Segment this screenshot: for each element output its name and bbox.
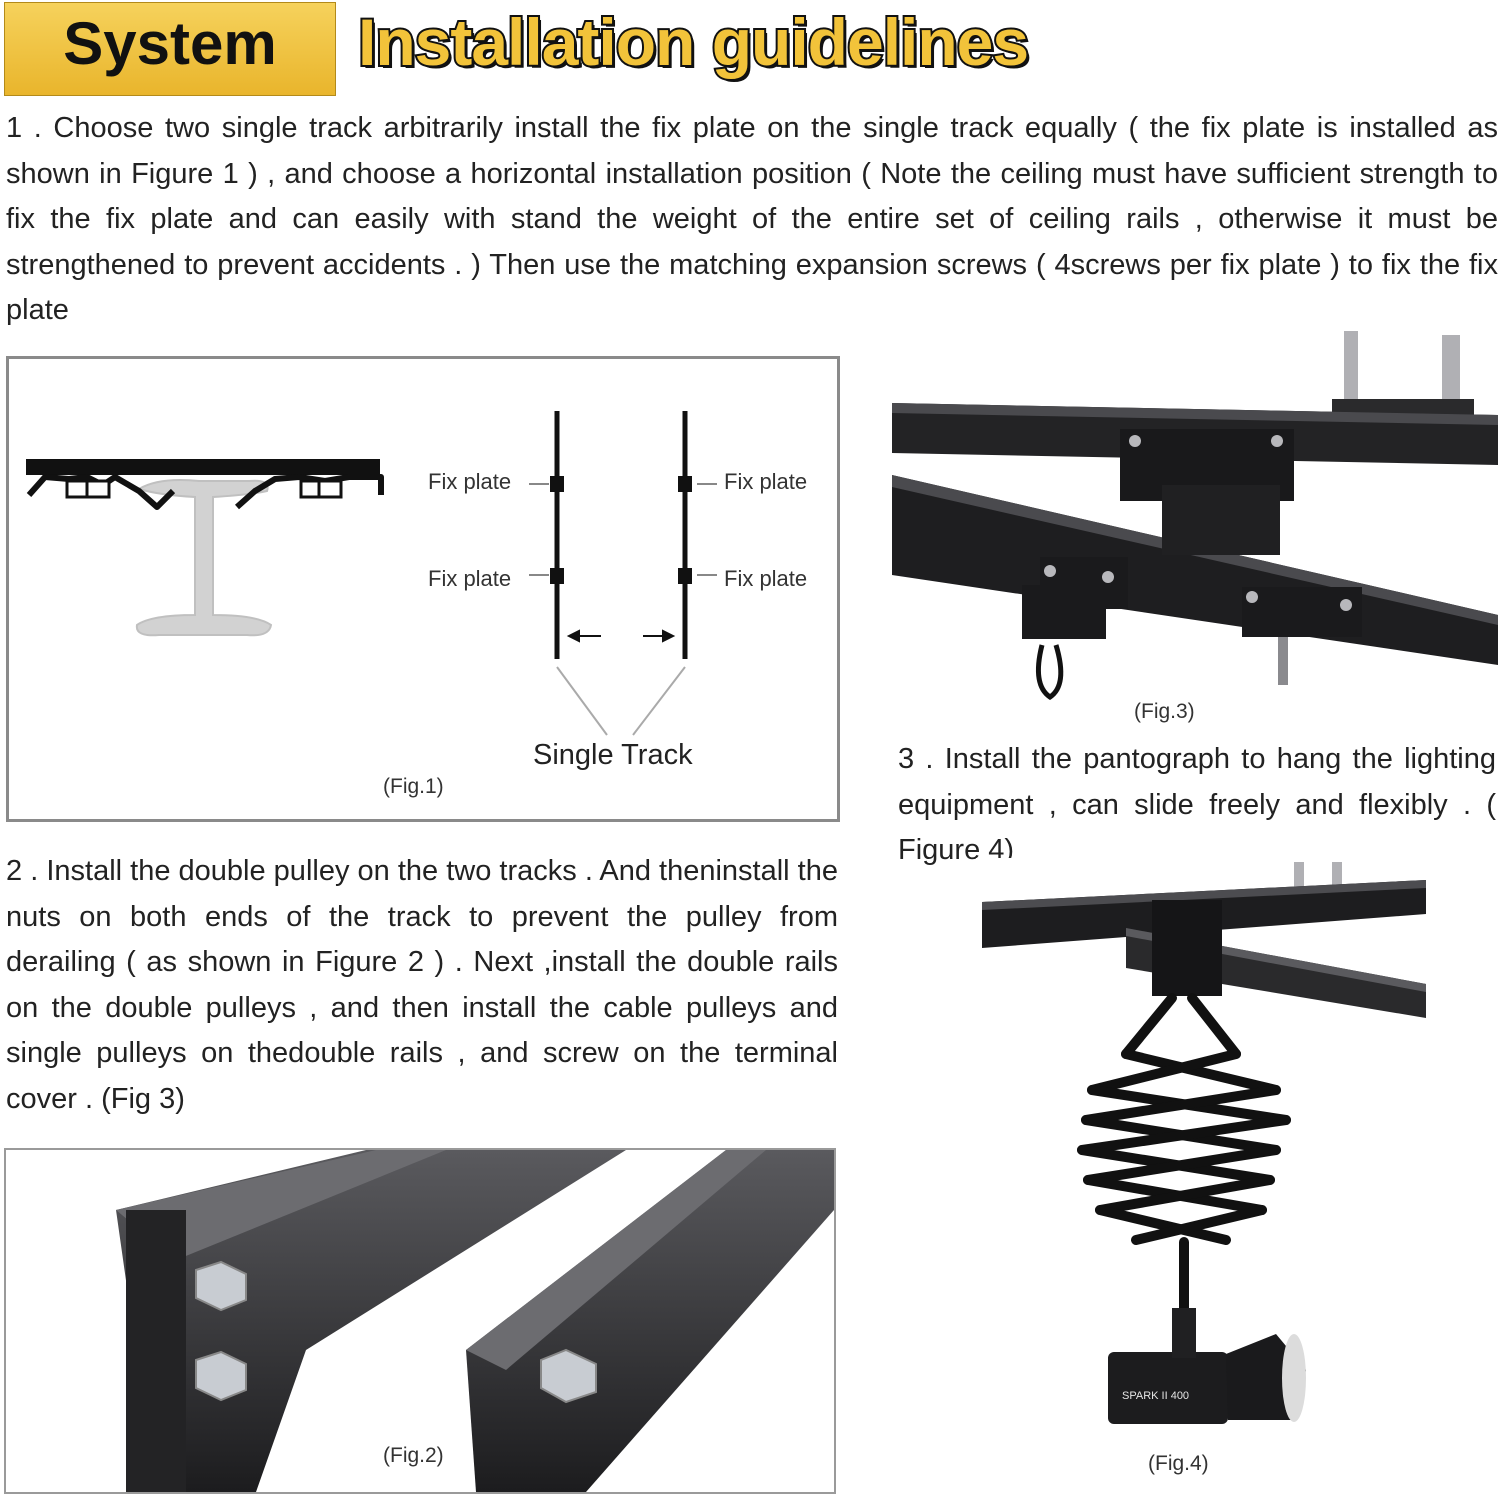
figure-2-photo: (Fig.2) — [4, 1148, 836, 1494]
step-2-text: 2 . Install the double pulley on the two… — [6, 855, 838, 1115]
single-track-label: Single Track — [533, 739, 693, 771]
step-1-text: 1 . Choose two single track arbitrarily … — [6, 112, 1498, 326]
page-title: Installation guidelines — [356, 3, 1031, 81]
badge-text: System — [63, 10, 277, 77]
fix-plate-label: Fix plate — [428, 469, 512, 494]
fix-plate-label: Fix plate — [724, 469, 808, 494]
fix-plate-label: Fix plate — [428, 566, 512, 591]
fig2-caption: (Fig.2) — [383, 1444, 444, 1467]
bolt-icon — [1294, 862, 1342, 892]
fig3-caption: (Fig.3) — [1134, 700, 1195, 723]
double-rail — [116, 1150, 626, 1492]
figure-3-photo — [892, 325, 1498, 705]
arrow-icon — [566, 629, 676, 643]
fig4-caption: (Fig.4) — [1148, 1452, 1209, 1475]
nut-icon — [195, 1260, 597, 1404]
bolt-icon — [1332, 331, 1474, 423]
step-3-text: 3 . Install the pantograph to hang the l… — [898, 743, 1496, 866]
nut-icon — [65, 479, 343, 499]
single-rail — [466, 1150, 834, 1492]
ceiling-plate — [26, 459, 380, 475]
fig1-caption: (Fig.1) — [383, 775, 444, 798]
system-badge: System — [4, 2, 336, 96]
pantograph — [1077, 993, 1291, 1313]
trolley — [1152, 900, 1222, 996]
i-beam-icon — [135, 479, 273, 637]
studio-light — [1108, 1308, 1306, 1424]
figure-4-photo: SPARK II 400 — [976, 858, 1436, 1454]
fix-plate-label: Fix plate — [724, 566, 808, 591]
bracket-right — [235, 474, 384, 510]
lamp-label: SPARK II 400 — [1122, 1390, 1190, 1402]
figure-1-diagram: Fix plate Fix plate Fix plate Fix plate … — [6, 356, 840, 822]
